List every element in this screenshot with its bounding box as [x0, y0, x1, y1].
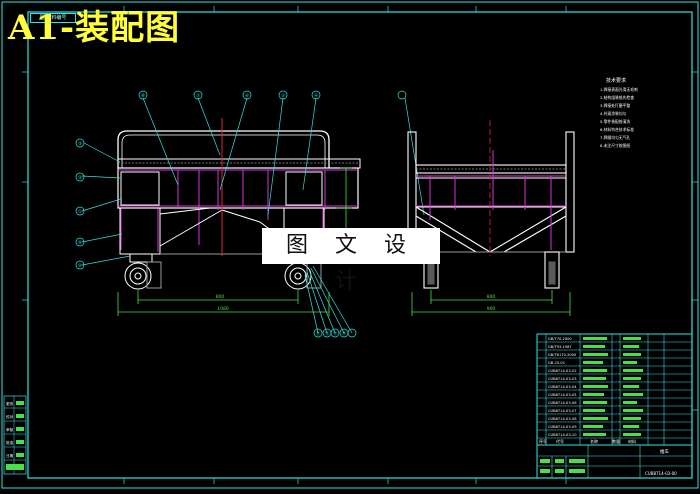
part-row-11: CUB8714-03-08 — [548, 417, 577, 421]
balloon-8: ⑧ — [141, 93, 145, 99]
strip-label-3: 审核 — [6, 427, 14, 432]
drawing-headline: A1-装配图 — [8, 8, 181, 48]
zone-ticks — [22, 6, 698, 484]
tech-requirements: 技术要求 1.焊接表面光滑无毛刺 2.结构组装前先检查 3.焊接处打磨平整 4.… — [600, 77, 638, 148]
balloon-numbers: ⑧ ⑦ ⑥ ⑤ ④ ③ ② ① ⑨ ⑩ ⑪ ⑫ ⑬ ⑭ — [78, 93, 347, 337]
strip-label-5: 日期 — [6, 453, 14, 458]
part-row-5: CUB8714-03-02 — [548, 369, 577, 373]
balloon-2: ② — [78, 175, 82, 181]
tech-line-7: 7.焊缝均匀无气孔 — [600, 135, 630, 140]
parts-header-code: 代号 — [556, 438, 564, 444]
part-row-8: CUB8714-03-05 — [548, 393, 577, 397]
tech-line-3: 3.焊接处打磨平整 — [600, 103, 630, 108]
strip-label-1: 更改 — [6, 401, 14, 406]
part-row-3: GB/T6170-2000 — [548, 353, 577, 357]
side-view: 800 900 — [407, 120, 575, 316]
left-revision-strip — [3, 395, 27, 475]
part-row-2: GB/T93-1987 — [548, 345, 572, 349]
balloon-13: ⑬ — [333, 330, 338, 337]
dim-front-overall: 1080 — [217, 306, 229, 312]
strip-label-2: 校对 — [6, 414, 14, 419]
tech-line-4: 4.外观涂装均匀 — [600, 111, 627, 116]
dim-front-inner: 800 — [216, 294, 225, 300]
parts-list: GB/T70-2000 GB/T93-1987 GB/T6170-2000 GB… — [536, 333, 693, 479]
tech-title: 技术要求 — [606, 77, 626, 84]
balloon-9: ⑨ — [78, 240, 82, 246]
part-row-7: CUB8714-03-04 — [548, 385, 577, 389]
parts-header-no: 序号 — [539, 438, 547, 444]
balloon-7: ⑦ — [196, 93, 200, 99]
dim-side-inner: 800 — [487, 294, 496, 300]
balloon-11: ⑪ — [316, 330, 321, 337]
tech-line-5: 5.零件装配前清洗 — [600, 119, 630, 124]
balloon-14: ⑭ — [342, 330, 347, 337]
balloon-circles — [75, 90, 407, 338]
part-row-6: CUB8714-03-03 — [548, 377, 577, 381]
strip-label-4: 批准 — [6, 440, 14, 445]
part-row-10: CUB8714-03-07 — [548, 409, 577, 413]
tech-line-1: 1.焊接表面光滑无毛刺 — [600, 87, 638, 92]
title-block-code: CUB8714-03-00 — [645, 471, 677, 476]
title-block-name: 推车 — [660, 448, 669, 455]
balloon-4: ④ — [314, 93, 318, 99]
parts-header-material: 材料 — [628, 438, 636, 444]
balloon-6: ⑥ — [245, 93, 249, 99]
top-code-box: 图-材料编号 — [30, 13, 76, 23]
left-strip-labels: 更改 校对 审核 批准 日期 — [6, 401, 14, 458]
tech-line-6: 6.材料符合技术标准 — [600, 127, 634, 132]
inner-frame — [27, 11, 693, 479]
parts-header-qty: 数量 — [612, 438, 620, 444]
part-row-4: GB-25-01 — [548, 361, 565, 365]
part-row-13: CUB8714-03-10 — [548, 433, 577, 437]
watermark-stamp: 图 文 设 计 — [262, 228, 440, 294]
tech-line-8: 8.未注尺寸按图纸 — [600, 143, 630, 148]
left-strip-marks — [6, 401, 24, 470]
balloon-leaders — [81, 97, 425, 334]
balloon-3: ③ — [78, 141, 82, 147]
balloon-1: ① — [78, 209, 82, 215]
tech-line-2: 2.结构组装前先检查 — [600, 95, 634, 100]
part-row-9: CUB8714-03-06 — [548, 401, 577, 405]
parts-header-name: 名称 — [590, 438, 598, 444]
balloon-5: ⑤ — [281, 93, 285, 99]
dim-side-overall: 900 — [487, 306, 496, 312]
balloon-12: ⑫ — [325, 330, 330, 337]
front-view: 800 1080 — [117, 118, 361, 316]
part-row-1: GB/T70-2000 — [548, 337, 572, 341]
balloon-10: ⑩ — [78, 263, 82, 269]
part-row-12: CUB8714-03-09 — [548, 425, 577, 429]
